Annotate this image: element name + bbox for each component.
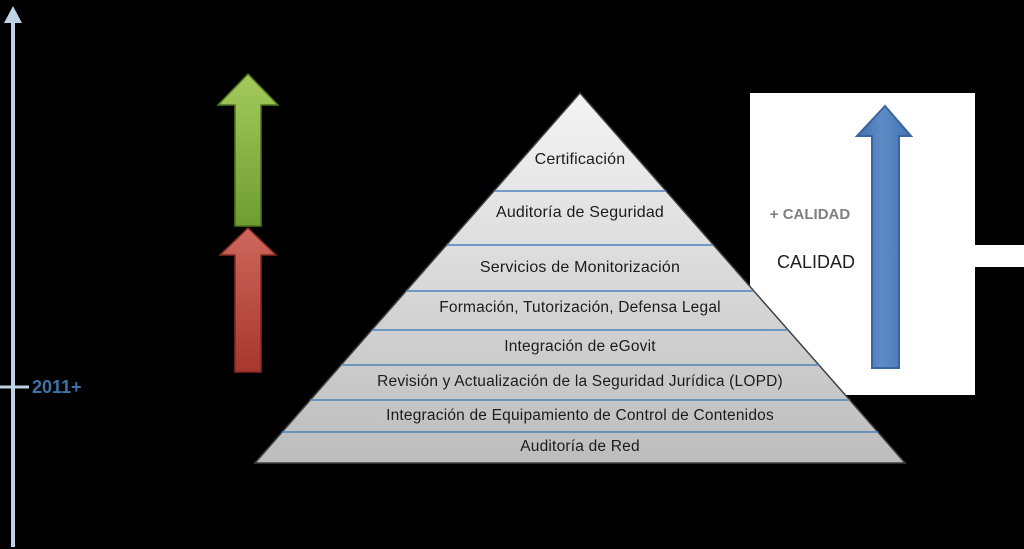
- pyramid-layer-label-certificacion: Certificación: [534, 151, 626, 168]
- pyramid-layer-label-formacion-tutorizacion: Formación, Tutorización, Defensa Legal: [439, 299, 721, 316]
- pyramid-layer-label-auditoria-seguridad: Auditoría de Seguridad: [495, 204, 665, 221]
- green-up-arrow-icon: [216, 72, 280, 227]
- quality-main-label: CALIDAD: [776, 252, 856, 272]
- blue-up-arrow-icon: [854, 104, 914, 369]
- pyramid-layer-label-control-contenidos: Integración de Equipamiento de Control d…: [386, 407, 774, 424]
- pyramid-layer-label-revision-lopd: Revisión y Actualización de la Seguridad…: [377, 373, 783, 390]
- pyramid-layer-label-servicios-monitorizacion: Servicios de Monitorización: [479, 259, 681, 276]
- timeline-year-label: 2011+: [32, 377, 82, 397]
- pyramid-layer-label-auditoria-red: Auditoría de Red: [520, 438, 640, 455]
- pyramid-shape: [253, 91, 907, 464]
- quality-plus-label: + CALIDAD: [769, 206, 851, 223]
- pyramid-layer-label-integracion-egovit: Integración de eGovit: [504, 338, 656, 355]
- quality-panel-strip: [975, 245, 1024, 267]
- y-axis-arrowhead-icon: [4, 6, 22, 23]
- red-up-arrow-icon: [218, 226, 278, 373]
